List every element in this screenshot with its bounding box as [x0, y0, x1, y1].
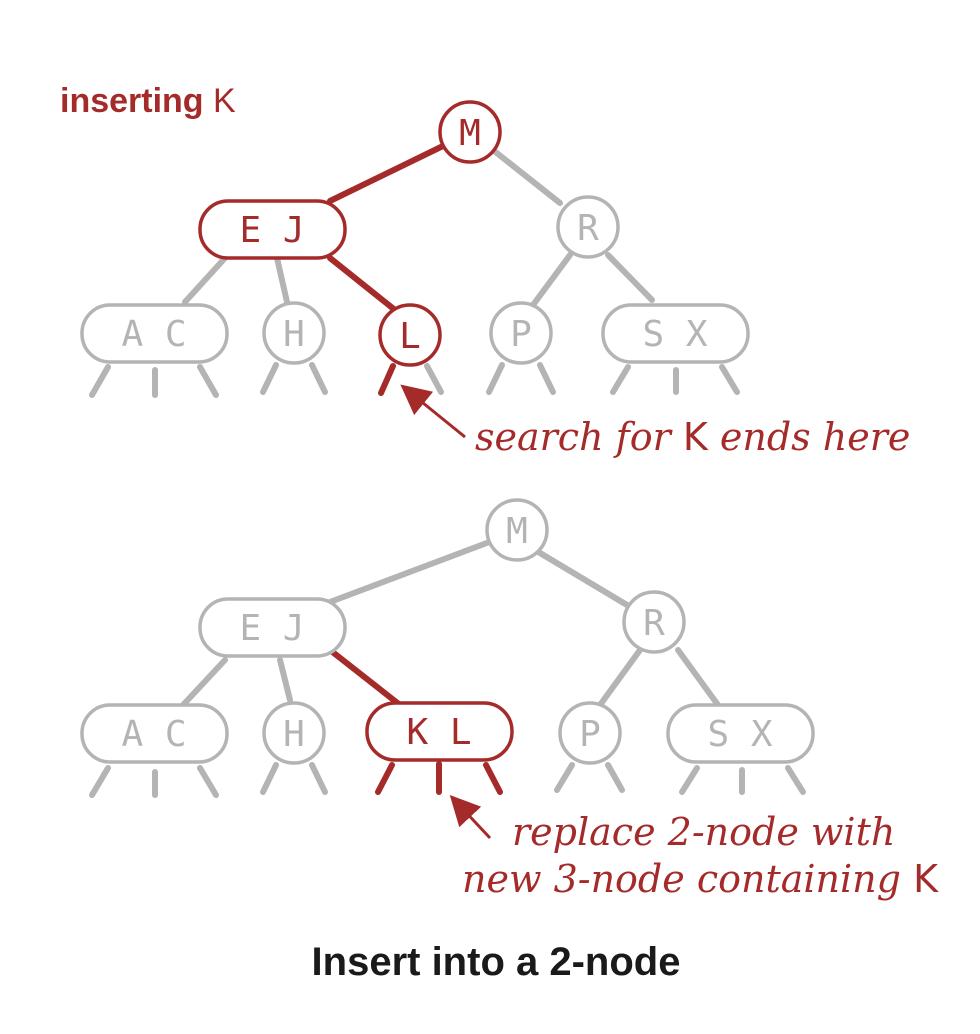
- inserting-label: inserting K: [60, 82, 236, 120]
- node-key: A C: [121, 314, 186, 355]
- search-annotation: search for K ends here: [475, 415, 910, 459]
- edge-ej-kl: [327, 647, 403, 708]
- edge-m-ej-search-path: [327, 142, 448, 204]
- node-key: K L: [406, 712, 471, 753]
- null-link: [197, 765, 219, 798]
- null-link: [719, 364, 740, 395]
- node-key: M: [506, 511, 528, 552]
- null-link: [197, 364, 219, 398]
- null-link: [89, 364, 111, 398]
- node-key: E J: [239, 210, 304, 251]
- node-key: R: [643, 603, 665, 644]
- node-3-node: E J: [198, 199, 347, 260]
- arrow-icon: [449, 795, 492, 840]
- edge-m-r: [532, 547, 630, 608]
- node-key: H: [283, 714, 305, 755]
- null-link: [486, 362, 505, 395]
- null-link: [309, 362, 328, 395]
- null-link: [679, 765, 700, 795]
- null-link: [610, 364, 631, 395]
- null-link: [89, 765, 111, 798]
- edge-r-p: [530, 252, 573, 308]
- node-2-node: H: [262, 301, 326, 365]
- node-key: H: [283, 314, 305, 355]
- tree-after: M E J R A C H K L P S X: [80, 498, 815, 798]
- node-key: P: [579, 714, 601, 755]
- node-root: M: [485, 498, 549, 562]
- null-link: [260, 762, 279, 795]
- node-2-node: P: [489, 301, 553, 365]
- node-3-node: S X: [601, 303, 750, 364]
- edge-ej-ac: [180, 657, 228, 708]
- search-end-link: [378, 363, 396, 396]
- tree-before: M E J R A C H L P S X: [80, 100, 750, 398]
- node-key: M: [459, 113, 481, 154]
- null-link: [309, 762, 328, 795]
- replace-annotation-line1: replace 2-node with: [512, 810, 895, 854]
- figure-caption: Insert into a 2-node: [312, 940, 681, 984]
- node-2-node: H: [262, 701, 326, 765]
- replace-annotation-line2: new 3-node containing K: [462, 857, 939, 901]
- node-3-node: A C: [80, 703, 229, 764]
- node-2-node: P: [558, 701, 622, 765]
- node-key: S X: [642, 314, 707, 355]
- new-node-link: [375, 762, 395, 795]
- node-2-node: R: [556, 195, 620, 259]
- node-key: S X: [707, 714, 772, 755]
- node-key: L: [399, 316, 421, 357]
- edge-m-r: [490, 147, 563, 206]
- new-node-link: [483, 762, 503, 795]
- node-2-node: R: [622, 590, 686, 654]
- node-search-end: L: [378, 303, 442, 367]
- node-3-node: A C: [80, 303, 229, 364]
- node-new-3-node: K L: [365, 701, 514, 762]
- null-link: [605, 762, 625, 793]
- edge-ej-l-search-path: [327, 255, 398, 313]
- edge-r-sx: [675, 647, 721, 708]
- node-key: P: [510, 314, 532, 355]
- null-link: [785, 765, 806, 795]
- node-key: R: [577, 208, 599, 249]
- null-link: [537, 362, 556, 395]
- null-link: [260, 362, 279, 395]
- edge-ej-ac: [182, 255, 228, 305]
- node-key: E J: [239, 608, 304, 649]
- null-link: [554, 762, 575, 793]
- null-link: [424, 363, 444, 395]
- node-3-node: E J: [198, 597, 347, 658]
- edge-m-ej: [327, 538, 495, 605]
- arrow-icon: [400, 384, 466, 439]
- edge-ej-h: [277, 657, 293, 703]
- edge-ej-h: [274, 255, 290, 305]
- edge-r-p: [597, 647, 643, 708]
- node-3-node: S X: [666, 703, 815, 764]
- node-key: A C: [121, 714, 186, 755]
- edge-r-sx: [605, 252, 655, 303]
- node-root: M: [438, 100, 502, 164]
